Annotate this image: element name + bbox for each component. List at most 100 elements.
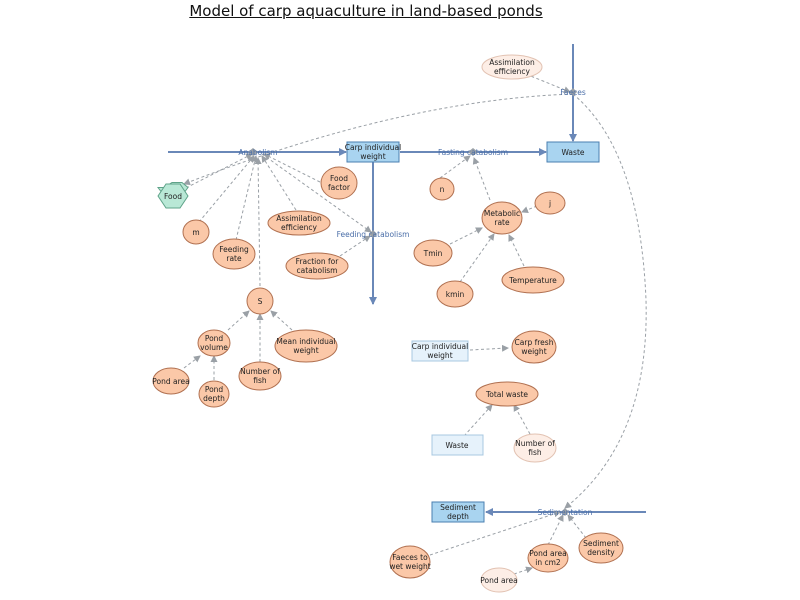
svg-text:Tmin: Tmin (423, 249, 443, 258)
svg-text:Pond area: Pond area (480, 576, 517, 585)
label-line: Carp individual (345, 143, 401, 152)
label-line: Fraction for (296, 257, 340, 266)
label-line: rate (226, 254, 242, 263)
svg-text:m: m (192, 228, 199, 237)
label-line: Temperature (508, 276, 557, 285)
flow-pipes (168, 44, 646, 516)
label-line: wet weight (389, 562, 430, 571)
label-line: Sediment (583, 539, 619, 548)
link-n-to-fastcat (439, 155, 471, 179)
label-line: weight (521, 347, 546, 356)
label-line: weight (427, 351, 452, 360)
label-line: Pond (205, 334, 224, 343)
faeces-label: Faeces (560, 88, 586, 97)
label-line: catabolism (297, 266, 338, 275)
label-line: Tmin (423, 249, 443, 258)
fasting-catabolism-valve-icon (468, 148, 478, 156)
label-line: efficiency (494, 67, 531, 76)
link-assim-to-anabolism (261, 155, 297, 211)
link-tmin-to-metabolic (449, 227, 483, 245)
variable-pond-area-ghost[interactable]: Pond area (480, 567, 518, 593)
label-line: Pond area (529, 549, 566, 558)
label-line: factor (328, 183, 351, 192)
label-line: Sediment (440, 503, 476, 512)
variable-temperature[interactable]: Temperature (501, 266, 565, 294)
svg-text:S: S (258, 297, 263, 306)
svg-text:Temperature: Temperature (508, 276, 557, 285)
label-line: depth (447, 512, 469, 521)
svg-text:kmin: kmin (446, 290, 465, 299)
label-line: efficiency (281, 223, 318, 232)
link-faecestowet-to-sed (429, 510, 561, 556)
label-line: Pond area (480, 576, 517, 585)
label-line: S (258, 297, 263, 306)
link-waste-to-totalwaste (463, 404, 493, 437)
link-carpweight-to-freshweight (469, 344, 509, 352)
label-line: Waste (446, 441, 469, 450)
label-line: fish (528, 448, 542, 457)
variable-m[interactable]: m (182, 219, 210, 245)
variable-n[interactable]: n (429, 177, 455, 201)
variable-s[interactable]: S (246, 287, 274, 315)
variable-kmin[interactable]: kmin (436, 280, 474, 308)
sedimentation-label: Sedimentation (538, 508, 593, 517)
label-line: depth (203, 394, 225, 403)
label-line: Pond area (152, 377, 189, 386)
link-seddensity-to-sed (567, 514, 587, 539)
label-line: Food (164, 192, 182, 201)
label-line: m (192, 228, 199, 237)
influence-links (183, 69, 647, 575)
link-temperature-to-metabolic (508, 234, 525, 267)
feeding-catabolism-valve-icon (369, 230, 377, 238)
link-s-to-anabolism (254, 157, 262, 287)
faeces-valve-icon (569, 88, 577, 96)
link-kmin-to-metabolic (459, 233, 495, 283)
svg-text:Food: Food (164, 192, 182, 201)
label-line: weight (360, 152, 385, 161)
food-hexagon[interactable]: Food (157, 182, 189, 209)
label-line: Assimilation (489, 58, 535, 67)
ghost-waste[interactable]: Waste (431, 434, 484, 456)
variable-pond-area[interactable]: Pond area (152, 367, 190, 395)
variable-j[interactable]: j (534, 191, 566, 215)
label-line: j (548, 199, 551, 208)
label-line: fish (253, 376, 267, 385)
link-metabolic-to-fastcat (472, 157, 491, 201)
variable-tmin[interactable]: Tmin (413, 239, 453, 267)
variable-total-waste[interactable]: Total waste (475, 381, 539, 407)
label-line: rate (494, 218, 510, 227)
svg-text:Waste: Waste (446, 441, 469, 450)
label-line: Assimilation (276, 214, 322, 223)
label-line: Waste (562, 148, 585, 157)
label-line: Mean individual (276, 337, 335, 346)
stock-waste[interactable]: Waste (546, 141, 600, 163)
link-pondarea-to-volume (183, 355, 201, 369)
